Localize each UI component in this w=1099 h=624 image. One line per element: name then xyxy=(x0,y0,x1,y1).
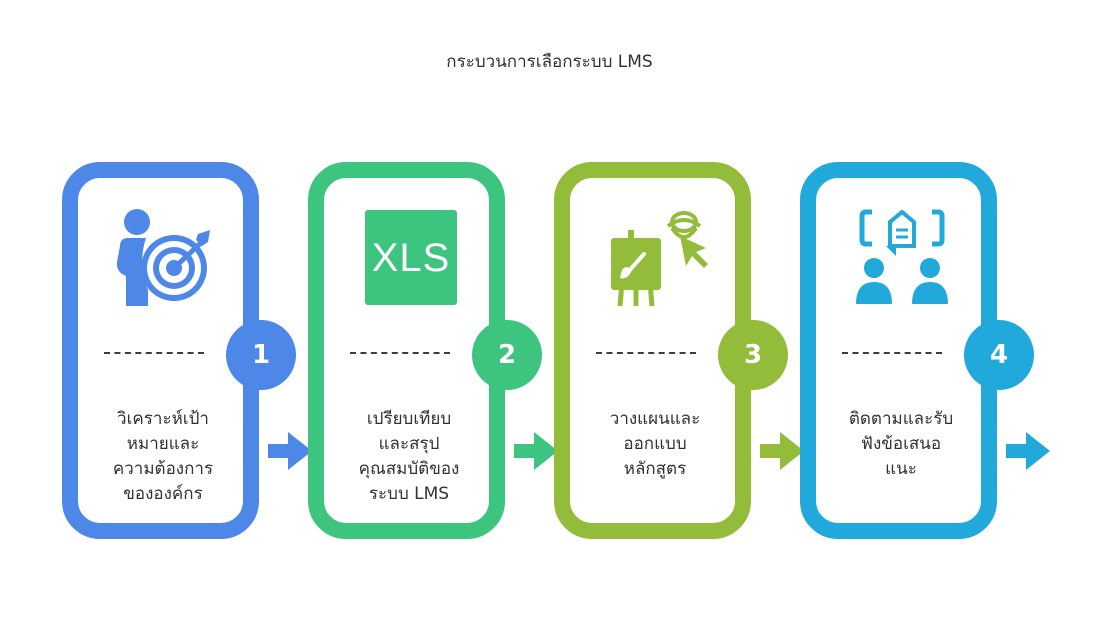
step-4-number: 4 xyxy=(964,320,1034,390)
step-4-arrow xyxy=(1006,432,1050,470)
diagram-title: กระบวนการเลือกระบบ LMS xyxy=(446,52,653,72)
step-1-label: วิเคราะห์เป้าหมายและความต้องการขององค์กร xyxy=(112,409,214,504)
step-2-label: เปรียบเทียบและสรุปคุณสมบัติของระบบ LMS xyxy=(358,409,460,504)
step-3-label: วางแผนและออกแบบหลักสูตร xyxy=(609,409,701,479)
target-person-icon xyxy=(116,209,210,306)
step-4-label: ติดตามและรับฟังข้อเสนอแนะ xyxy=(848,409,954,479)
step-3-number: 3 xyxy=(718,320,788,390)
xls-icon-text: XLS xyxy=(371,236,451,280)
step-1-divider xyxy=(104,352,204,354)
step-3-arrow xyxy=(760,432,804,470)
step-1-number: 1 xyxy=(226,320,296,390)
easel-planning-icon xyxy=(611,211,708,307)
xls-file-icon: XLS xyxy=(365,210,457,305)
step-2-divider xyxy=(350,352,450,354)
step-4-divider xyxy=(842,352,942,354)
feedback-people-icon xyxy=(856,209,948,304)
step-2-number: 2 xyxy=(472,320,542,390)
step-1-arrow xyxy=(268,432,312,470)
step-3-divider xyxy=(596,352,696,354)
step-2-arrow xyxy=(514,432,558,470)
